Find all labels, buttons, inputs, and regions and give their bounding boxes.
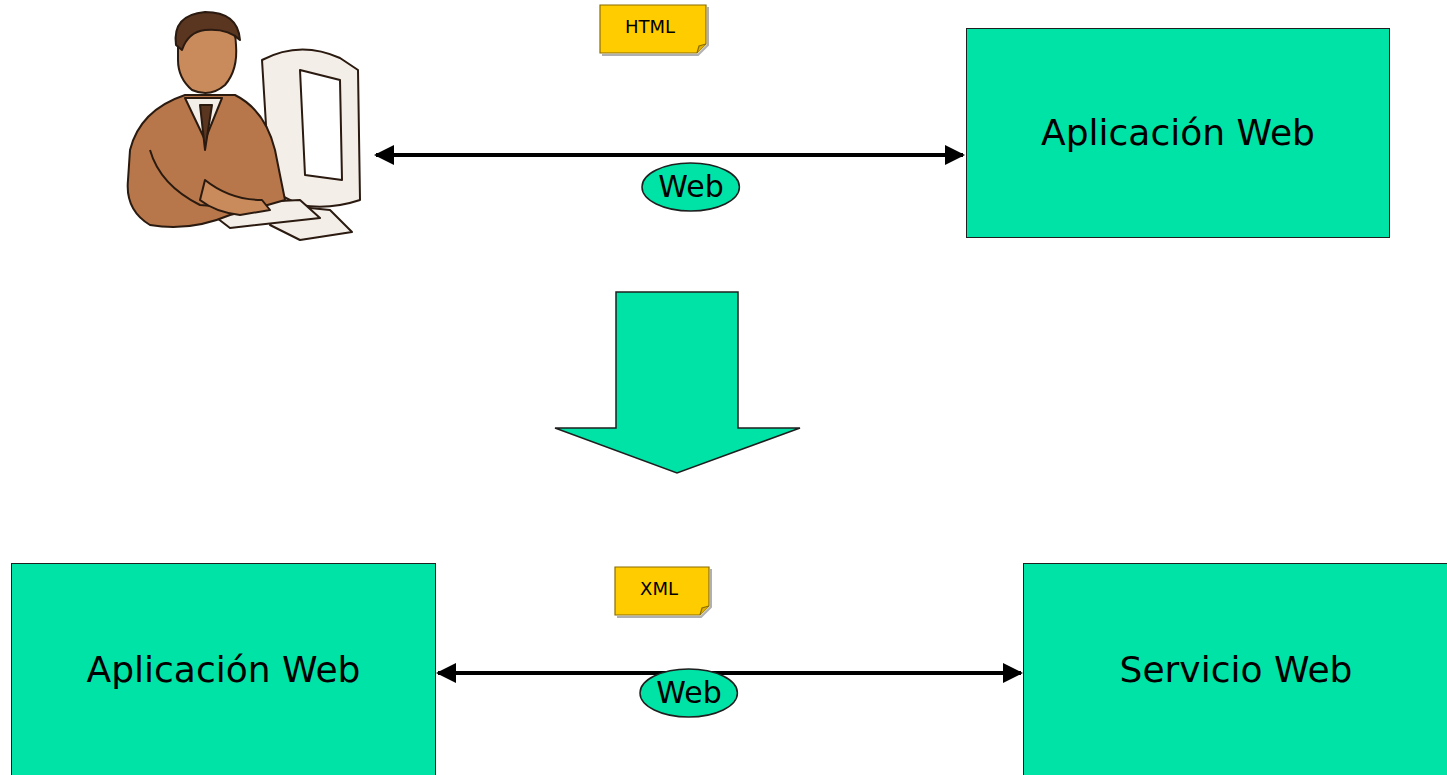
node-label: Web — [656, 678, 721, 708]
node-label: Aplicación Web — [63, 648, 385, 691]
application-box: Aplicación Web — [11, 563, 436, 775]
person-illustration — [128, 12, 360, 240]
html-note: HTML — [599, 4, 707, 54]
web-ellipse: Web — [641, 162, 740, 212]
node-label: HTML — [625, 18, 681, 40]
connector-arrow — [438, 671, 1021, 675]
web-link-arrow — [376, 153, 963, 157]
web-ellipse: Web — [639, 668, 738, 718]
transition-arrow — [555, 292, 800, 473]
node-label: Servicio Web — [1096, 648, 1377, 691]
service-box: Servicio Web — [1023, 563, 1447, 775]
xml-note: XML — [614, 566, 710, 616]
node-label: XML — [640, 580, 684, 602]
node-label: Aplicación Web — [1017, 111, 1339, 154]
application-box: Aplicación Web — [966, 28, 1390, 238]
node-label: Web — [658, 172, 723, 202]
